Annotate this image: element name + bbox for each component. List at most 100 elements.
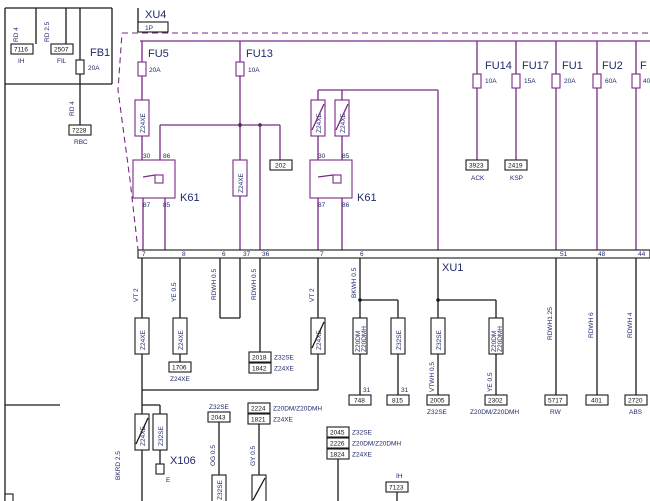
connector-7228: 7228 RBC (68, 124, 92, 146)
svg-text:FIL: FIL (57, 58, 67, 65)
svg-text:Z20DMH: Z20DMH (497, 326, 504, 352)
svg-text:20A: 20A (564, 78, 576, 85)
connector-2507: 2507 FIL (50, 43, 74, 65)
svg-text:1824: 1824 (330, 452, 345, 459)
variant-z24xe-fu13 (232, 159, 248, 197)
svg-text:Z20DM: Z20DM (355, 331, 362, 352)
connector-xu1-label: XU1 (442, 262, 463, 274)
svg-text:48: 48 (598, 251, 606, 258)
svg-text:5717: 5717 (548, 398, 563, 405)
variant-label: Z32SE (158, 425, 165, 446)
svg-text:51: 51 (560, 251, 568, 258)
svg-text:87: 87 (143, 202, 151, 209)
svg-text:85: 85 (342, 153, 350, 160)
connector-2018: 2018 Z32SE (248, 351, 295, 363)
relay-k61-left: 30 86 87 85 (132, 153, 176, 250)
svg-text:815: 815 (392, 398, 403, 405)
fuse-fu5 (137, 61, 147, 77)
svg-text:ACK: ACK (471, 175, 485, 182)
variant-label: Z32SE (217, 479, 224, 500)
fuse-fb1 (75, 59, 85, 75)
connector-2005: 2005 Z32SE (426, 394, 450, 416)
svg-text:Z20DM: Z20DM (491, 331, 498, 352)
wire-label-rd4-top: RD 4 (13, 27, 20, 42)
splice-31-a: 31 (363, 387, 371, 394)
fuse-fu1-group: FU1 20A (551, 41, 583, 250)
svg-text:202: 202 (275, 163, 286, 170)
variant-z24xe-ye (172, 317, 188, 355)
variant-label: Z24XE (178, 329, 185, 350)
connector-2720: 2720 ABS (624, 394, 648, 416)
wire-label-rdwh05-a: RDWH 0.5 (211, 269, 218, 300)
wire-label-rd25: RD 2.5 (44, 21, 51, 42)
variant-label: Z32SE (396, 329, 403, 350)
connector-7123: IH 7123 (385, 473, 409, 493)
fuse-fu1-label: FU1 (562, 60, 583, 72)
connector-2419 (504, 159, 528, 171)
variant-label: Z24XE (140, 425, 147, 446)
fuse-fu2 (592, 73, 602, 89)
svg-text:30: 30 (318, 153, 326, 160)
svg-text:37: 37 (243, 251, 251, 258)
svg-text:6: 6 (360, 251, 364, 258)
svg-text:748: 748 (354, 398, 365, 405)
fuse-edge-group: F 40 (631, 41, 650, 250)
svg-text:60A: 60A (605, 78, 617, 85)
svg-text:1706: 1706 (172, 365, 187, 372)
connector-x106 (155, 463, 165, 475)
wire-label-vtwh05: VTWH 0.5 (429, 362, 436, 392)
fuse-fu14-group: FU14 10A 3923 ACK (465, 41, 512, 182)
svg-text:7: 7 (142, 251, 146, 258)
connector-3923 (465, 159, 489, 171)
fuse-fu14-label: FU14 (485, 60, 512, 72)
variant-label: Z24XE (140, 329, 147, 350)
connector-x106-pin: E (166, 477, 171, 484)
svg-text:Z24XE: Z24XE (352, 452, 373, 459)
svg-text:15A: 15A (524, 78, 536, 85)
variant-label: Z24XE (316, 112, 323, 133)
variant-z20dm-a (352, 317, 368, 355)
svg-text:Z32SE: Z32SE (274, 355, 295, 362)
connector-2224: 2224 Z20DM/Z20DMH (247, 402, 322, 414)
svg-text:Z32SE: Z32SE (352, 430, 373, 437)
svg-text:2045: 2045 (330, 430, 345, 437)
svg-text:44: 44 (638, 251, 646, 258)
svg-text:Z20DMH: Z20DMH (361, 326, 368, 352)
connector-1821: 1821 Z24XE (247, 413, 294, 425)
fuse-fu5-rating: 20A (149, 67, 161, 74)
wire-label-ye05: YE 0.5 (171, 282, 178, 302)
wire-label-vt2-a: VT 2 (133, 288, 140, 302)
connector-7116: 7116 IH (10, 43, 34, 65)
variant-z24xe-vt2 (134, 317, 150, 355)
variant-z32se-b (430, 317, 446, 355)
connector-x106-label: X106 (170, 455, 196, 467)
svg-text:Z20DM/Z20DMH: Z20DM/Z20DMH (273, 406, 322, 413)
svg-text:Z32SE: Z32SE (209, 404, 230, 411)
fuse-fu14 (472, 73, 482, 89)
wire-label-vt2-b: VT 2 (309, 288, 316, 302)
svg-text:2018: 2018 (252, 355, 267, 362)
svg-text:RBC: RBC (74, 139, 88, 146)
fuse-fb1-rating: 20A (88, 65, 100, 72)
variant-label: Z24XE (316, 329, 323, 350)
connector-xu4-label: XU4 (145, 9, 166, 21)
ground-marker (4, 493, 14, 501)
fuse-fu17-label: FU17 (522, 60, 549, 72)
svg-text:401: 401 (591, 398, 602, 405)
svg-text:2507: 2507 (54, 47, 69, 54)
variant-label: Z24XE (238, 172, 245, 193)
svg-text:2302: 2302 (488, 398, 503, 405)
wire-label-og05: OG 0.5 (210, 445, 217, 466)
wire-label-bkwh05: BKWH 0.5 (351, 267, 358, 298)
svg-text:2043: 2043 (211, 415, 226, 422)
svg-text:86: 86 (342, 202, 350, 209)
fuse-fu1 (551, 73, 561, 89)
svg-text:85: 85 (163, 202, 171, 209)
connector-2226: 2226 Z20DM/Z20DMH (326, 437, 401, 449)
svg-text:87: 87 (318, 202, 326, 209)
connector-1842: 1842 Z24XE (248, 362, 295, 374)
svg-text:2224: 2224 (251, 406, 266, 413)
svg-text:IH: IH (18, 58, 25, 65)
splice-31-b: 31 (401, 387, 409, 394)
